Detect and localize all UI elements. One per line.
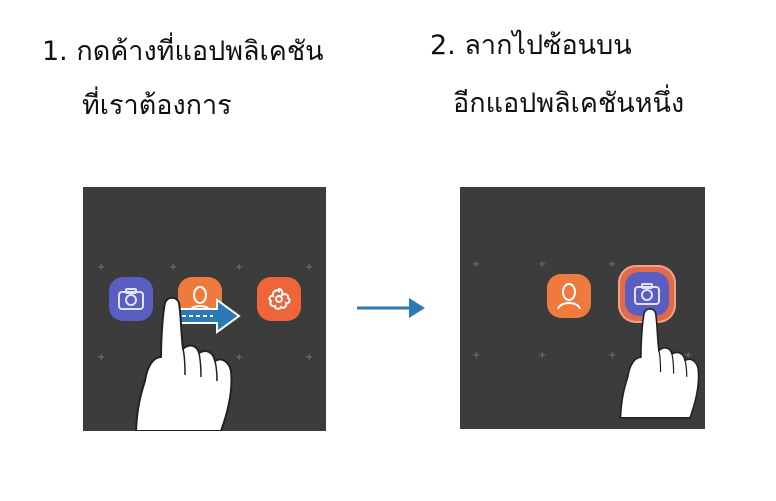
camera-icon [118, 288, 144, 310]
grid-dot: + [305, 352, 314, 363]
flower-icon [268, 287, 291, 310]
grid-dot: + [169, 262, 178, 273]
drag-arrow-icon [176, 298, 241, 334]
grid-dot: + [538, 259, 547, 270]
grid-dot: + [305, 262, 314, 273]
hand-pointer-icon [619, 307, 700, 419]
home-screen-after: + + + + + + + [460, 187, 705, 429]
step-1-text: กดค้างที่แอปพลิเคชัน [76, 36, 324, 67]
grid-dot: + [608, 259, 617, 270]
hand-pointer-icon [135, 297, 233, 431]
home-screen-before: + + + + + + + [83, 187, 326, 431]
step-2-subtitle: อีกแอปพลิเคชันหนึ่ง [453, 88, 685, 119]
step-1-title: 1. กดค้างที่แอปพลิเคชัน [42, 36, 324, 67]
grid-dot: + [684, 350, 693, 361]
grid-dot: + [97, 262, 106, 273]
step-2-title: 2. ลากไปซ้อนบน [430, 30, 632, 61]
bixby-app[interactable] [257, 277, 301, 321]
contacts-app[interactable] [547, 274, 591, 318]
grid-dot: + [538, 350, 547, 361]
step-1-subtitle: ที่เราต้องการ [82, 90, 232, 121]
grid-dot: + [608, 350, 617, 361]
grid-dot: + [472, 259, 481, 270]
step-1-number: 1. [42, 36, 68, 67]
grid-dot: + [235, 262, 244, 273]
camera-icon [634, 283, 660, 305]
right-arrow-icon [357, 298, 425, 318]
step-2-number: 2. [430, 30, 456, 61]
step-2-text: ลากไปซ้อนบน [464, 30, 632, 61]
grid-dot: + [472, 350, 481, 361]
grid-dot: + [235, 352, 244, 363]
camera-app[interactable] [109, 277, 153, 321]
contacts-icon [557, 283, 581, 310]
grid-dot: + [97, 352, 106, 363]
